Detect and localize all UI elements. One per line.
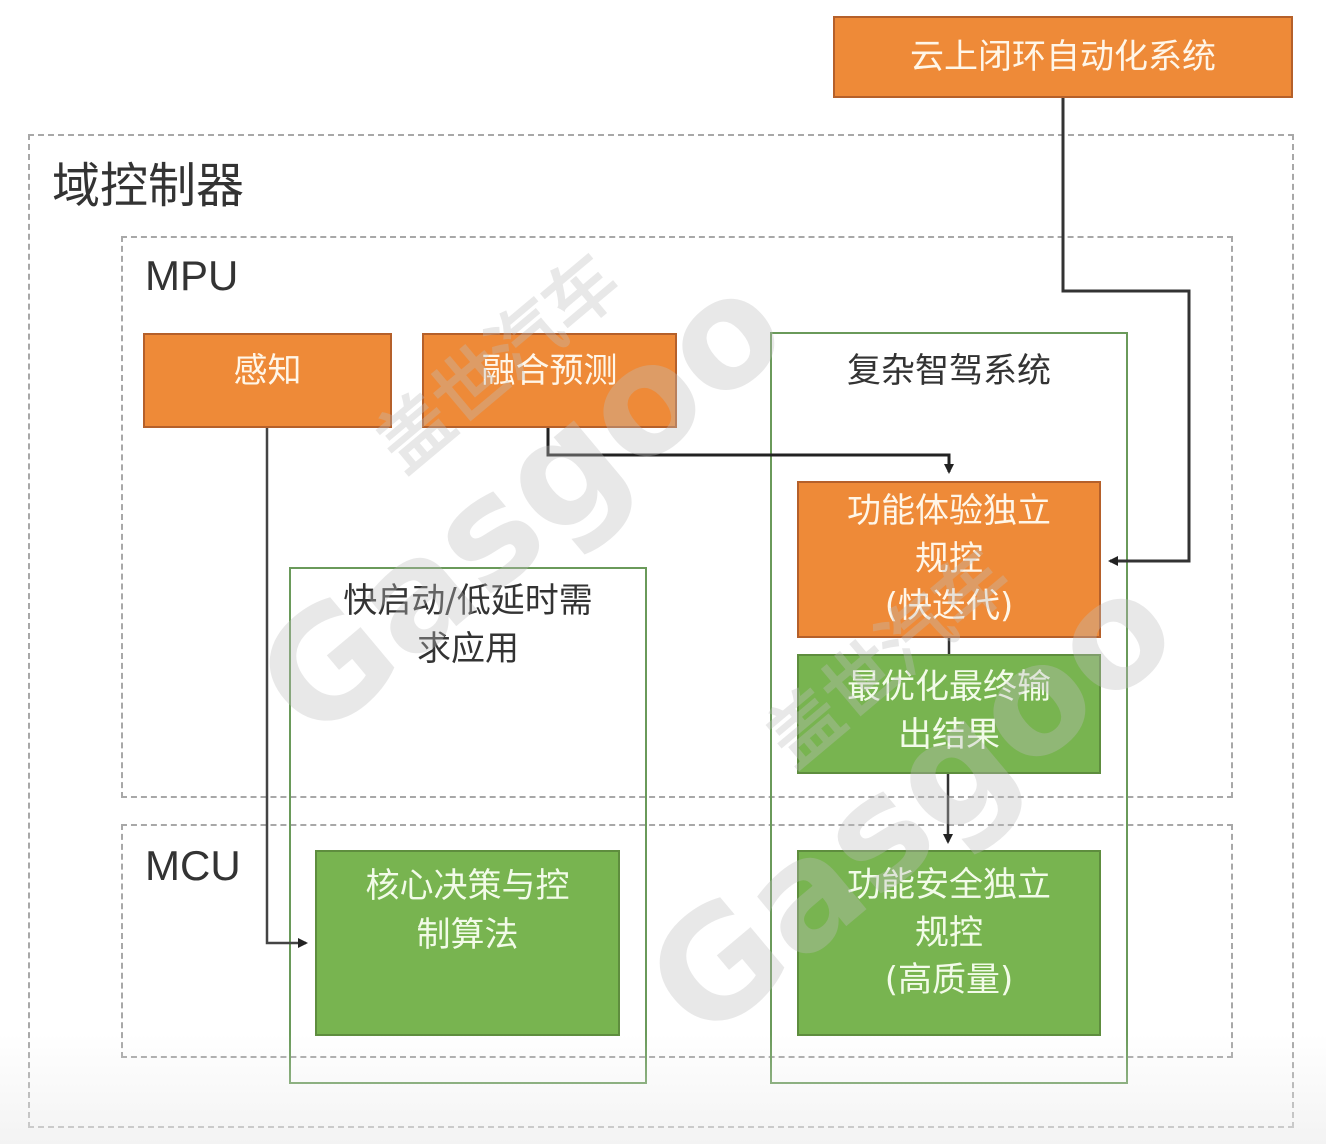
cloud-closed-loop-system-box[interactable]: 云上闭环自动化系统 xyxy=(833,16,1293,98)
perception-box[interactable]: 感知 xyxy=(143,333,392,428)
core-decision-control-box[interactable]: 核心决策与控 制算法 xyxy=(315,850,620,1036)
fusion-prediction-box[interactable]: 融合预测 xyxy=(422,333,677,428)
perception-label: 感知 xyxy=(233,351,302,391)
feature-experience-planning-box[interactable]: 功能体验独立 规控 (快迭代) xyxy=(797,481,1101,638)
optimized-output-box[interactable]: 最优化最终输 出结果 xyxy=(797,654,1101,774)
core-decision-control-label: 核心决策与控 制算法 xyxy=(365,866,570,956)
mcu-title: MCU xyxy=(145,842,241,889)
feature-experience-planning-label: 功能体验独立 规控 (快迭代) xyxy=(847,491,1051,627)
mpu-title: MPU xyxy=(145,252,239,299)
domain-controller-title: 域控制器 xyxy=(52,158,245,214)
functional-safety-planning-box[interactable]: 功能安全独立 规控 (高质量) xyxy=(797,850,1101,1036)
optimized-output-label: 最优化最终输 出结果 xyxy=(847,667,1051,755)
functional-safety-planning-label: 功能安全独立 规控 (高质量) xyxy=(847,865,1051,1001)
complex-adas-title: 复杂智驾系统 xyxy=(847,351,1051,391)
cloud-closed-loop-system-label: 云上闭环自动化系统 xyxy=(910,36,1216,77)
fast-start-app-title: 快启动/低延时需 求应用 xyxy=(343,581,593,669)
mpu-frame xyxy=(121,236,1233,798)
fusion-prediction-label: 融合预测 xyxy=(481,351,618,391)
